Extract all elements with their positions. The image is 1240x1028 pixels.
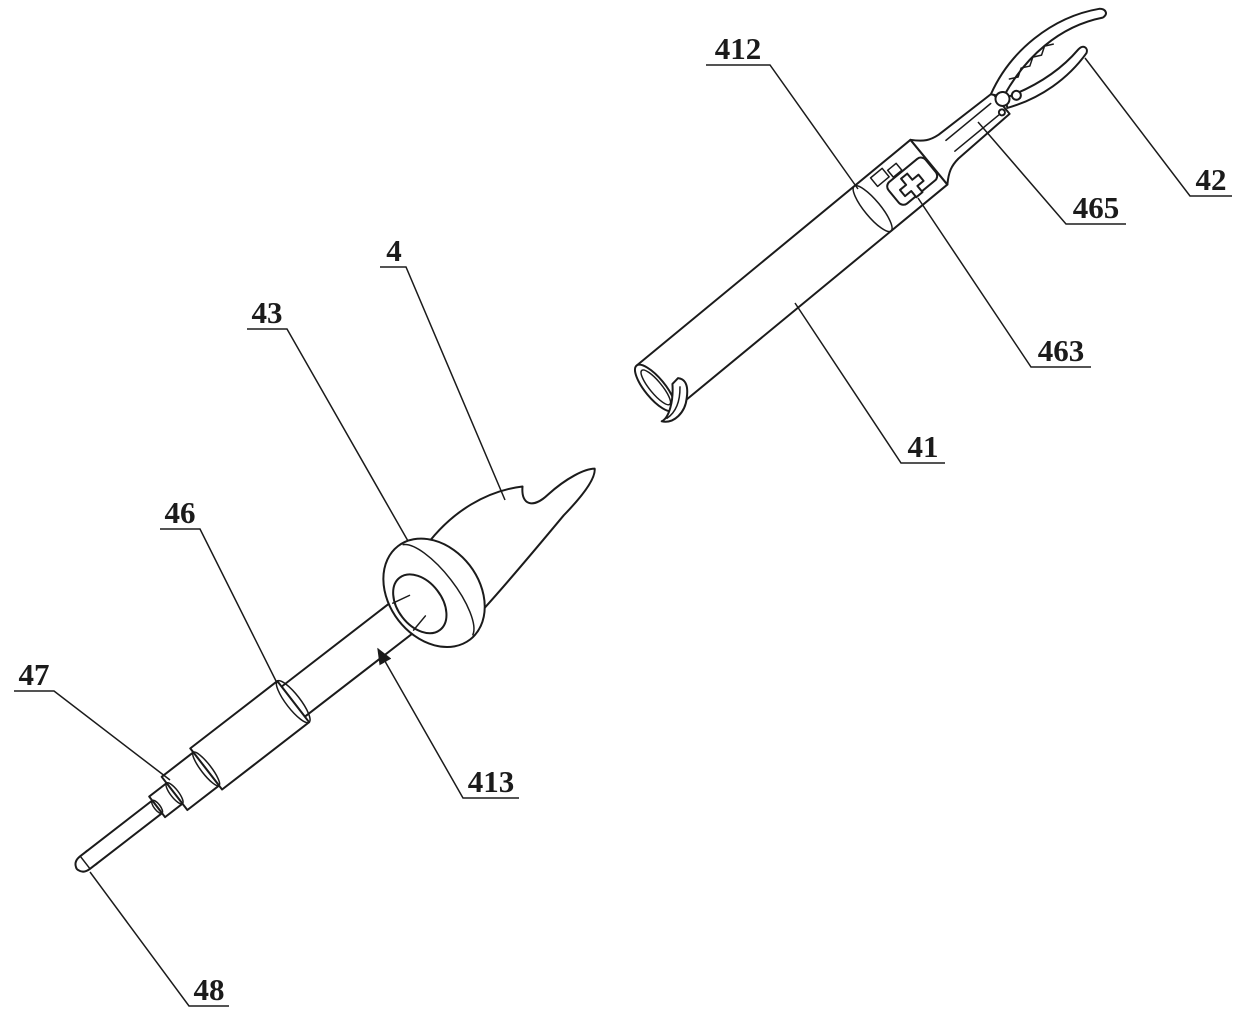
ring-43-rim	[402, 543, 475, 636]
leader-43	[247, 328, 409, 542]
tube-end-curl	[660, 377, 689, 423]
label-412: 412	[715, 31, 762, 66]
tube-inner-wall	[640, 369, 672, 406]
label-465: 465	[1073, 190, 1120, 225]
tube-end-curl-line	[666, 386, 681, 420]
label-42: 42	[1196, 162, 1227, 197]
label-4: 4	[386, 233, 402, 268]
label-48: 48	[194, 972, 225, 1007]
joint-412	[852, 184, 893, 233]
upper-jaw-42	[989, 7, 1107, 98]
collar-47-face	[191, 751, 221, 787]
leader-47	[14, 690, 171, 781]
leader-412	[706, 64, 859, 190]
mechanism-block-a	[869, 167, 890, 188]
leader-465	[977, 121, 1126, 225]
lower-jaw-42	[1004, 45, 1088, 109]
distal-shaft	[84, 799, 164, 866]
label-41: 41	[908, 429, 939, 464]
label-43: 43	[252, 295, 283, 330]
jaw-serrations	[1008, 43, 1054, 80]
leader-413	[377, 647, 519, 799]
ring-43-shaft-entry	[392, 594, 427, 631]
clevis-slot-lines	[945, 102, 1001, 152]
shaft-413	[280, 600, 417, 718]
leader-4	[380, 266, 506, 501]
pivot-pin-tiny	[997, 108, 1006, 117]
label-47: 47	[19, 657, 50, 692]
label-463: 463	[1038, 333, 1085, 368]
pivot-pin-small	[1010, 89, 1022, 101]
pivot-pin-465	[994, 90, 1011, 107]
leader-463	[917, 197, 1091, 368]
leader-46	[160, 528, 278, 684]
distal-shaft-step	[150, 799, 164, 815]
assembly-grasper	[634, 7, 1107, 423]
ring-43-bore	[392, 573, 448, 635]
reference-numerals: 412 42 465 463 41 4 43 46 47 413 48	[19, 31, 1227, 1007]
leader-42	[1084, 57, 1232, 197]
leader-41	[794, 302, 945, 464]
clevis-neck	[909, 92, 1011, 186]
cross-pin-463	[898, 172, 925, 199]
label-46: 46	[165, 495, 196, 530]
tip-48-step	[79, 855, 91, 870]
leader-48	[89, 871, 229, 1007]
cylinder-46-face	[275, 679, 311, 724]
assembly-obturator	[74, 467, 596, 873]
label-413: 413	[468, 764, 515, 799]
collar-47-step	[165, 782, 184, 805]
leader-lines	[14, 57, 1232, 1007]
